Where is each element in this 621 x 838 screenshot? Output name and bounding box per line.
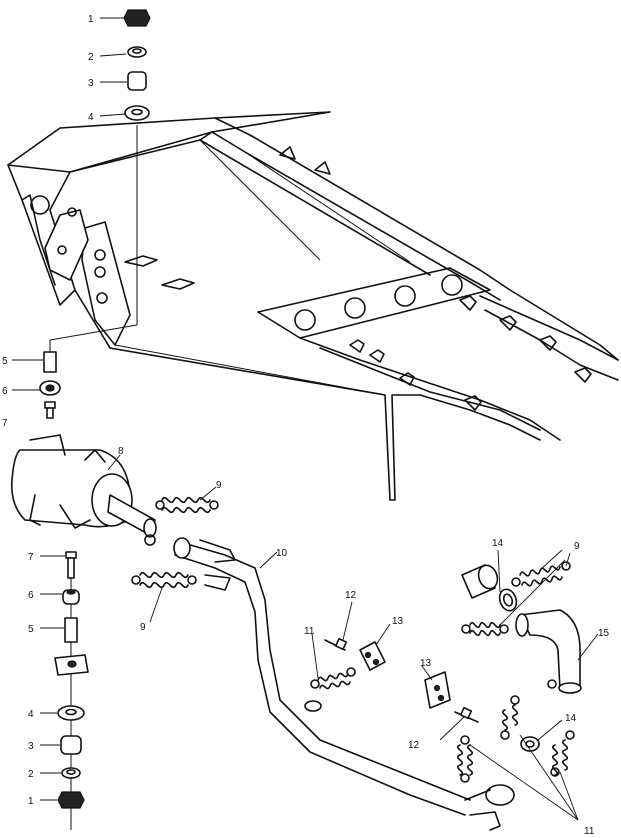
callout-label: 14 <box>565 713 577 724</box>
callout-label: 4 <box>28 709 34 720</box>
bolt-icon <box>44 401 56 419</box>
clamp-icon <box>424 671 451 709</box>
callout-leaders <box>12 17 599 821</box>
callout-label: 6 <box>2 386 8 397</box>
clamp-parts <box>324 564 582 752</box>
sleeve-icon <box>43 351 57 373</box>
callout-label: 5 <box>2 356 8 367</box>
lock-washer-icon <box>127 46 147 58</box>
callout-label: 8 <box>118 446 124 457</box>
callout-label: 10 <box>276 548 288 559</box>
spring-icon <box>511 561 571 587</box>
callout-label: 3 <box>88 78 94 89</box>
springs <box>131 496 575 783</box>
callout-label: 13 <box>420 658 432 669</box>
spacer-icon <box>127 71 147 91</box>
nut-icon <box>123 9 151 27</box>
callout-label: 12 <box>345 590 357 601</box>
seal-icon <box>461 564 518 612</box>
muffler <box>10 434 157 546</box>
flat-washer-icon <box>124 105 150 121</box>
muffler-mount-bracket <box>44 207 131 346</box>
spring-icon <box>550 730 575 777</box>
callout-label: 2 <box>88 52 94 63</box>
callout-label: 9 <box>216 480 222 491</box>
bracket-icon <box>54 654 89 676</box>
spring-icon <box>500 695 520 740</box>
bolt-icon <box>324 637 348 651</box>
callout-label: 12 <box>408 740 420 751</box>
spring-icon <box>310 667 356 690</box>
callout-label: 11 <box>584 826 595 837</box>
spacer-icon <box>60 735 82 755</box>
callout-label: 13 <box>392 616 404 627</box>
callout-label: 6 <box>28 590 34 601</box>
lock-washer-icon <box>61 767 81 779</box>
callout-label: 7 <box>28 552 34 563</box>
callout-label: 9 <box>574 541 580 552</box>
chassis-frame <box>7 111 619 501</box>
bottom-hardware-stack <box>54 551 89 830</box>
callout-label: 15 <box>598 628 610 639</box>
grommet-icon <box>39 380 61 396</box>
clamp-icon <box>359 641 386 671</box>
elbow-pipe-icon <box>515 609 582 694</box>
callout-label: 11 <box>304 626 315 637</box>
bolt-icon <box>454 706 479 723</box>
callout-label: 9 <box>140 622 146 633</box>
callout-labels: 1 2 3 4 5 6 7 8 9 9 9 10 7 6 5 4 3 2 1 1… <box>2 14 610 837</box>
callout-label: 3 <box>28 741 34 752</box>
exhaust-pipe <box>173 537 515 831</box>
bolt-icon <box>65 551 77 579</box>
spring-icon <box>155 496 219 514</box>
gasket-icon <box>520 736 540 752</box>
callout-label: 1 <box>28 796 34 807</box>
callout-label: 4 <box>88 112 94 123</box>
top-hardware-stack <box>39 9 151 419</box>
callout-label: 2 <box>28 769 34 780</box>
sleeve-icon <box>64 617 78 643</box>
spring-icon <box>461 621 509 637</box>
callout-label: 7 <box>2 418 8 429</box>
flat-washer-icon <box>57 705 85 721</box>
callout-label: 14 <box>492 538 504 549</box>
spring-icon <box>131 571 197 589</box>
grommet-icon <box>62 589 80 605</box>
nut-icon <box>57 791 85 809</box>
callout-label: 5 <box>28 624 34 635</box>
callout-label: 1 <box>88 14 94 25</box>
spring-icon <box>456 735 474 783</box>
